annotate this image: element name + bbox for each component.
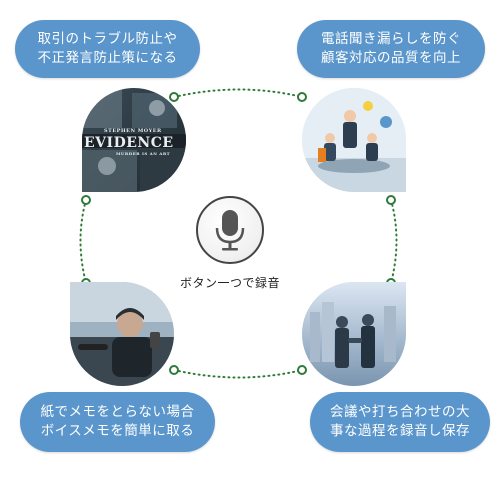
feature-bubble-voice-memo: 紙でメモをとらない場合 ボイスメモを簡単に取る	[20, 392, 215, 452]
connector-right	[390, 199, 398, 284]
connector-node	[297, 92, 307, 102]
bubble-line: 顧客対応の品質を向上	[321, 50, 461, 66]
bubble-line: ボイスメモを簡単に取る	[40, 423, 195, 439]
poster-tagline: MURDER IS AN ART	[116, 151, 171, 156]
bubble-line: 会議や打ち合わせの大	[330, 404, 470, 420]
poster-actor-name: STEPHEN MOYER	[104, 128, 162, 134]
connector-left	[79, 199, 87, 284]
feature-bubble-meeting-record: 会議や打ち合わせの大 事な過程を録音し保存	[310, 392, 490, 452]
connector-top	[173, 88, 303, 98]
feature-bubble-trouble-prevention: 取引のトラブル防止や 不正発言防止策になる	[15, 20, 200, 78]
connector-node	[81, 195, 91, 205]
poster-title: EVIDENCE	[84, 135, 174, 151]
record-button[interactable]	[196, 196, 264, 264]
feature-bubble-call-quality: 電話聞き漏らしを防ぐ 顧客対応の品質を向上	[297, 20, 485, 78]
record-caption: ボタン一つで録音	[179, 276, 280, 290]
bubble-line: 電話聞き漏らしを防ぐ	[321, 31, 461, 47]
connector-node	[169, 365, 179, 375]
bubble-line: 事な過程を録音し保存	[330, 423, 470, 439]
microphone-icon	[215, 210, 245, 251]
bubble-line: 不正発言防止策になる	[37, 50, 178, 66]
bubble-line: 紙でメモをとらない場合	[40, 404, 195, 420]
handshake-image	[302, 282, 406, 386]
business-meeting-image	[302, 88, 406, 192]
driver-in-car-image	[70, 282, 174, 386]
connector-node	[297, 365, 307, 375]
connector-node	[386, 195, 396, 205]
evidence-poster-image: STEPHEN MOYER EVIDENCE MURDER IS AN ART	[82, 88, 186, 192]
connector-bottom	[173, 369, 303, 379]
connector-node	[169, 92, 179, 102]
bubble-line: 取引のトラブル防止や	[37, 31, 178, 47]
